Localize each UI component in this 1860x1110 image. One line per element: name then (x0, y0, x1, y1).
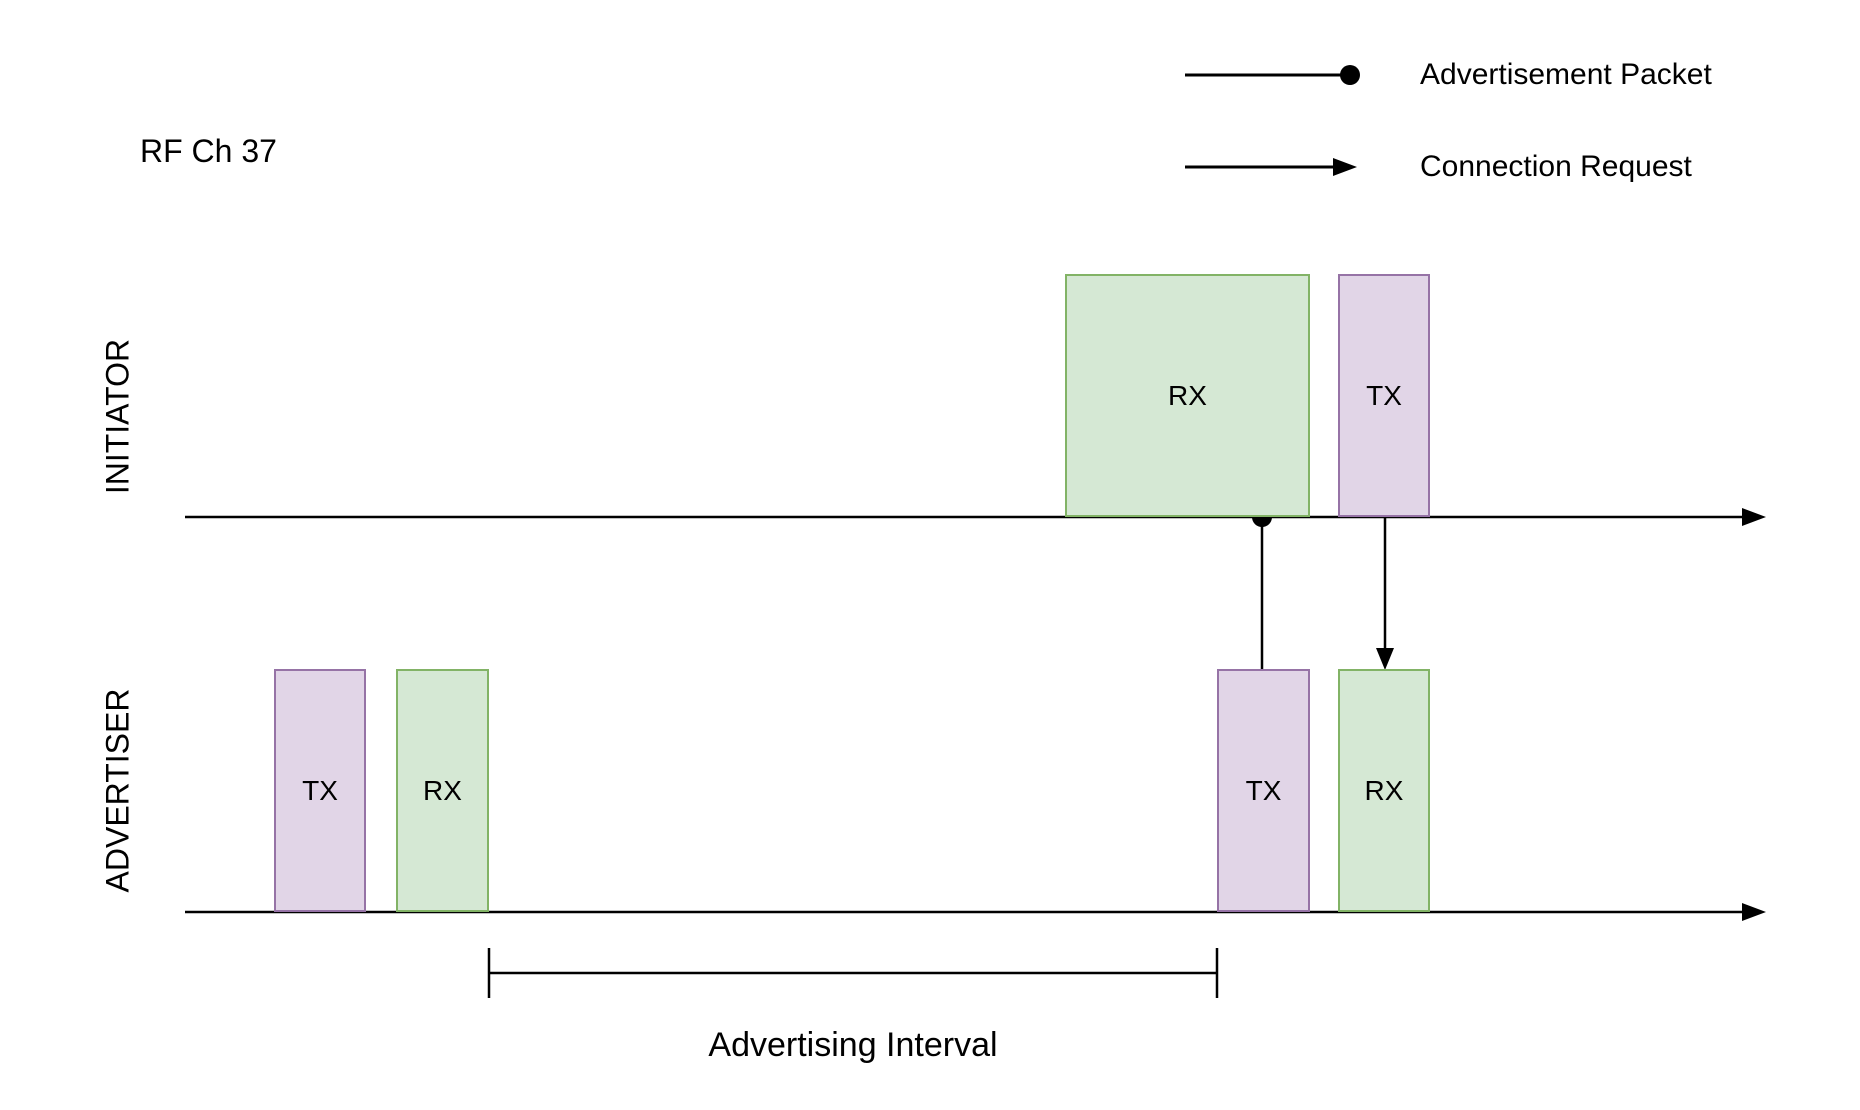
legend-item-connection-request: Connection Request (1185, 132, 1805, 202)
box-label: TX (1366, 379, 1402, 411)
initiator-timeline-arrow (185, 508, 1766, 526)
advertiser-timeline-arrow (185, 903, 1766, 921)
legend-label: Advertisement Packet (1420, 58, 1712, 91)
legend-label: Connection Request (1420, 150, 1692, 183)
connection-request-arrow (1376, 517, 1394, 670)
line-with-dot-icon (1185, 65, 1360, 85)
box-label: RX (423, 774, 462, 806)
box-label: RX (1364, 774, 1404, 806)
legend-item-advertisement-packet: Advertisement Packet (1185, 40, 1805, 110)
lane-label-advertiser: ADVERTISER (99, 688, 136, 893)
initiator-rx-box: RX (1065, 274, 1310, 517)
arrow-icon (1185, 158, 1357, 176)
advertiser-rx-box-2: RX (1338, 669, 1430, 912)
lane-label-initiator: INITIATOR (99, 338, 136, 495)
advertisement-packet-connector (1252, 507, 1272, 669)
advertiser-tx-box-1: TX (274, 669, 366, 912)
initiator-tx-box: TX (1338, 274, 1430, 517)
box-label: TX (302, 774, 338, 806)
box-label: TX (1245, 774, 1282, 806)
box-label: RX (1168, 379, 1207, 411)
advertising-interval-label: Advertising Interval (708, 1026, 998, 1064)
advertising-interval-bracket (487, 948, 1219, 998)
channel-title: RF Ch 37 (140, 133, 277, 169)
advertiser-tx-box-2: TX (1217, 669, 1310, 912)
advertiser-rx-box-1: RX (396, 669, 489, 912)
legend: Advertisement Packet Connection Request (1185, 40, 1805, 224)
